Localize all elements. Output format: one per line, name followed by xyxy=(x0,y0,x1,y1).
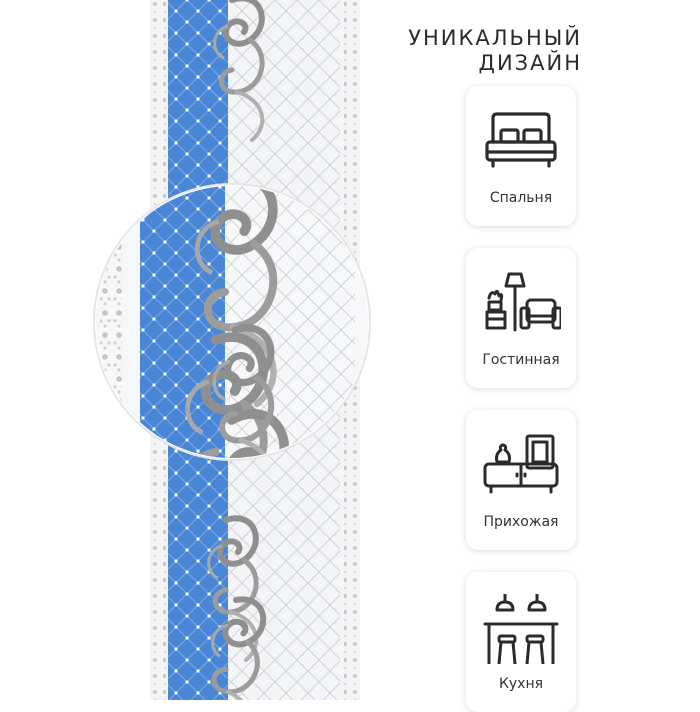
hallway-icon xyxy=(483,434,559,494)
bed-icon xyxy=(485,112,557,168)
wallpaper-border-image xyxy=(93,0,371,700)
headline-line-2: ДИЗАЙН xyxy=(478,51,582,75)
kitchen-icon xyxy=(483,594,559,664)
room-label-bedroom: Спальня xyxy=(489,190,553,206)
room-card-hallway: Прихожая xyxy=(466,410,576,550)
room-label-hallway: Прихожая xyxy=(483,514,559,530)
room-card-living-room: Гостинная xyxy=(466,248,576,388)
room-label-living-room: Гостинная xyxy=(482,352,560,368)
living-room-icon xyxy=(485,272,561,332)
room-card-bedroom: Спальня xyxy=(466,86,576,226)
headline: УНИКАЛЬНЫЙ ДИЗАЙН xyxy=(408,26,582,76)
room-label-kitchen: Кухня xyxy=(498,676,544,692)
headline-line-1: УНИКАЛЬНЫЙ xyxy=(408,26,582,50)
room-card-kitchen: Кухня xyxy=(466,572,576,712)
